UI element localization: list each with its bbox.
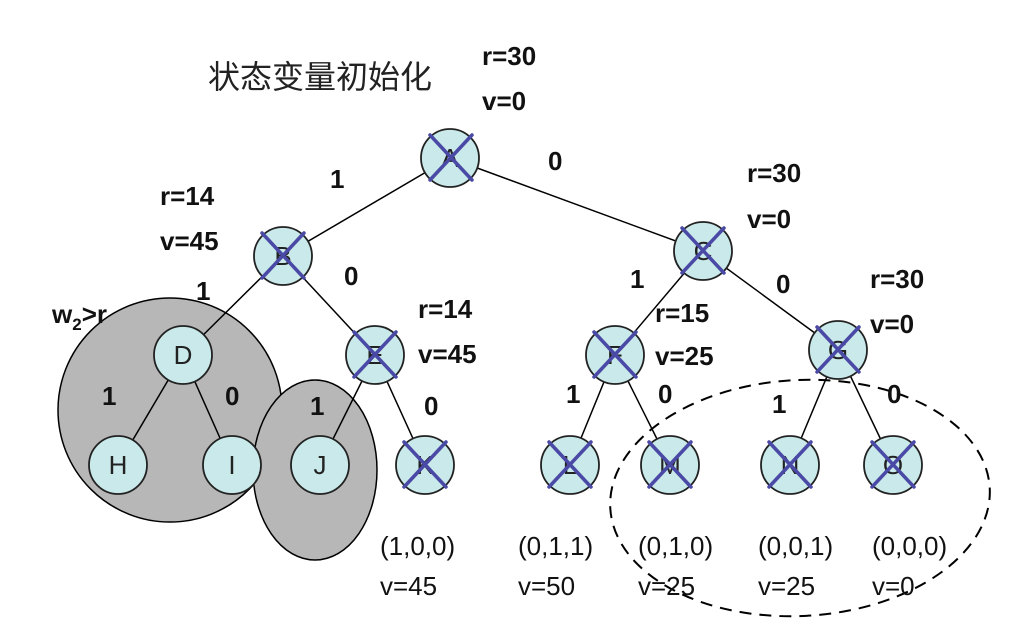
state-c-r: r=30: [747, 158, 801, 188]
state-e-r: r=14: [418, 294, 473, 324]
node-j: J: [290, 435, 350, 495]
pruning-condition-subscript: 2: [72, 315, 81, 334]
node-j-circle: [290, 435, 350, 495]
edge-label-f-m: 0: [658, 379, 672, 409]
cross-marks: [260, 133, 916, 489]
state-g-v: v=0: [870, 309, 914, 339]
edge-label-f-l: 1: [566, 379, 580, 409]
cross-mark-l: [547, 440, 593, 489]
cross-mark-o: [870, 440, 916, 489]
state-b-v: v=45: [160, 226, 219, 256]
leaf-k-vector: (1,0,0): [380, 531, 455, 561]
leaf-n-value: v=25: [758, 571, 815, 601]
cross-mark-m: [647, 440, 693, 489]
edge-label-b-d: 1: [196, 276, 210, 306]
state-g-r: r=30: [870, 264, 924, 294]
cross-mark-g: [815, 325, 861, 374]
edge-label-c-g: 0: [776, 269, 790, 299]
edge-label-a-b: 1: [330, 164, 344, 194]
edge-label-e-j: 1: [310, 391, 324, 421]
node-h: H: [88, 435, 148, 495]
pruning-condition-label: w2>r: [51, 299, 107, 334]
pruning-condition-rest: >r: [82, 299, 107, 329]
node-h-circle: [88, 435, 148, 495]
dashed-region-mno: [609, 378, 991, 618]
edge-label-g-n: 1: [772, 389, 786, 419]
state-c-v: v=0: [747, 204, 791, 234]
edge-label-d-i: 0: [225, 381, 239, 411]
leaf-k-value: v=45: [380, 571, 437, 601]
pruning-condition-w: w: [51, 299, 73, 329]
cross-mark-c: [680, 226, 726, 275]
edge-label-b-e: 0: [344, 261, 358, 291]
edge-label-d-h: 1: [102, 381, 116, 411]
leaf-l-value: v=50: [518, 571, 575, 601]
diagram-title: 状态变量初始化: [208, 58, 432, 96]
leaf-l-vector: (0,1,1): [518, 531, 593, 561]
cross-mark-a: [428, 133, 474, 182]
leaf-m-value: v=25: [638, 571, 695, 601]
node-i: I: [202, 435, 262, 495]
node-d-label: D: [174, 340, 193, 370]
cross-mark-b: [260, 231, 306, 280]
root-r: r=30: [482, 41, 536, 71]
cross-mark-f: [592, 330, 638, 379]
leaf-m-vector: (0,1,0): [638, 531, 713, 561]
node-i-label: I: [228, 450, 235, 480]
root-v: v=0: [482, 86, 526, 116]
node-d: D: [153, 325, 213, 385]
edge-label-c-f: 1: [630, 264, 644, 294]
edge-label-e-k: 0: [424, 391, 438, 421]
state-e-v: v=45: [418, 339, 477, 369]
state-f-v: v=25: [655, 341, 714, 371]
edge-label-g-o: 0: [887, 379, 901, 409]
edge-a-b: [282, 157, 451, 257]
leaf-o-value: v=0: [872, 571, 915, 601]
node-h-label: H: [109, 450, 128, 480]
state-f-r: r=15: [655, 298, 709, 328]
leaf-n-vector: (0,0,1): [758, 531, 833, 561]
leaf-o-vector: (0,0,0): [872, 531, 947, 561]
state-b-r: r=14: [160, 181, 215, 211]
node-d-circle: [153, 325, 213, 385]
cross-mark-k: [402, 440, 448, 489]
cross-mark-n: [767, 440, 813, 489]
node-j-label: J: [314, 450, 327, 480]
edge-a-c: [449, 157, 704, 252]
cross-mark-e: [352, 330, 398, 379]
edge-label-a-c: 0: [548, 146, 562, 176]
node-i-circle: [202, 435, 262, 495]
